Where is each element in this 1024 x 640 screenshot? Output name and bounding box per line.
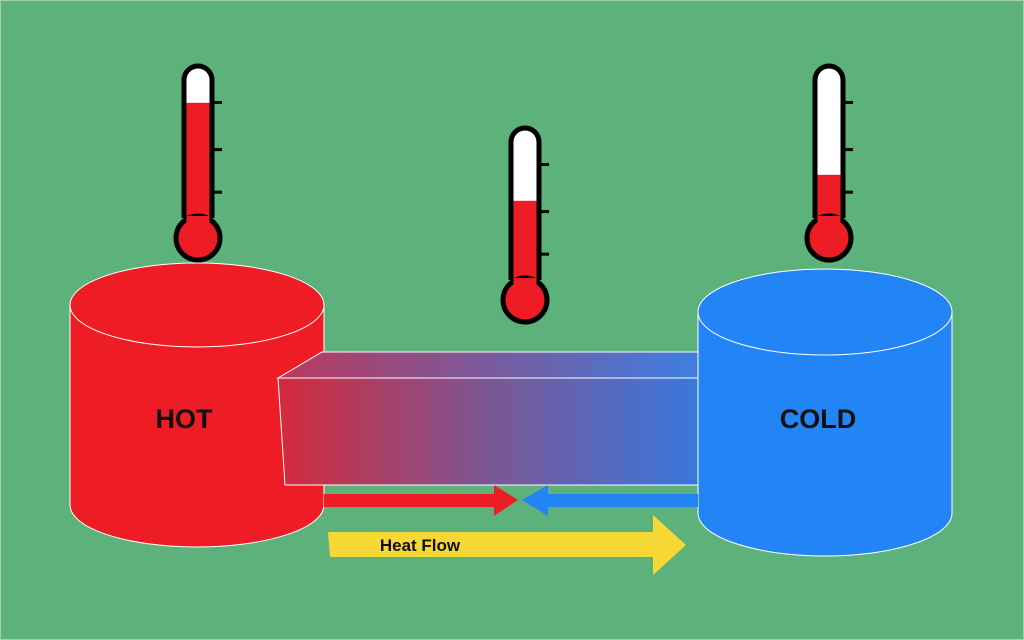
cold-label: COLD [780, 404, 857, 434]
connecting-bar [276, 351, 699, 486]
hot-label: HOT [156, 404, 214, 434]
heat-flow-arrow: Heat Flow [328, 515, 686, 575]
thermometer-level [817, 174, 841, 222]
thermometer-level [513, 200, 537, 284]
cold-reservoir: COLD [697, 268, 953, 557]
thermometer-neck [186, 216, 210, 226]
hot-reservoir: HOT [69, 262, 325, 548]
cold-thermometer [804, 63, 854, 263]
blue-arrow [522, 485, 698, 516]
heat-flow-label: Heat Flow [380, 536, 461, 555]
thermometer-neck [513, 278, 537, 288]
thermometer-neck [817, 216, 841, 226]
red-arrow [324, 485, 518, 516]
hot-thermometer [173, 63, 223, 263]
thermometer-level [186, 102, 210, 222]
middle-thermometer [500, 125, 550, 325]
